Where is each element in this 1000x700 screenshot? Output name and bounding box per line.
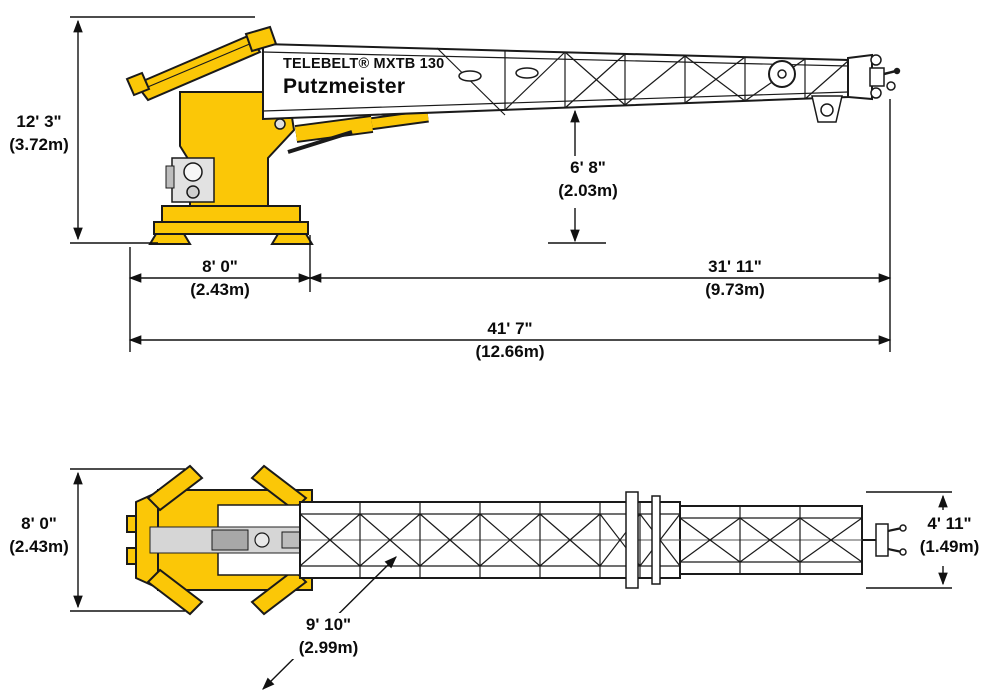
brand-logo-text: Putzmeister: [283, 75, 406, 98]
dim-belt-clearance: 6' 8" (2.03m): [540, 156, 636, 202]
boom-pivot: [274, 118, 286, 130]
feed-conveyor-body: [134, 34, 262, 102]
gearbox-motor: [165, 165, 175, 189]
feed-conveyor: [125, 25, 278, 102]
dim-outrigger-spread-metric: (2.99m): [298, 638, 359, 657]
top-view: [70, 464, 952, 690]
feed-conveyor-tail: [125, 71, 151, 97]
mid-support-bar: [651, 495, 661, 585]
dim-overall-height: 12' 3" (3.72m): [0, 110, 78, 156]
boom-truss: [262, 42, 901, 123]
gearbox-hub-small: [186, 185, 200, 199]
base-plate-lower: [153, 221, 309, 235]
dim-overall-length-imperial: 41' 7": [487, 319, 533, 338]
dim-outrigger-spread: 9' 10" (2.99m): [281, 613, 376, 659]
end-hook: [886, 81, 896, 91]
dim-base-length-metric: (2.43m): [190, 280, 250, 299]
dim-belt-clearance-metric: (2.03m): [558, 181, 618, 200]
dim-belt-clearance-imperial: 6' 8": [570, 158, 606, 177]
discharge-roller: [820, 103, 834, 117]
pedestal: [148, 91, 314, 245]
drive-unit-plan: [211, 529, 249, 551]
dim-overall-width-imperial: 8' 0": [21, 514, 57, 533]
end-roller-bottom: [870, 87, 882, 99]
top-dimension-lines: [70, 468, 952, 690]
dim-boom-reach: 31' 11" (9.73m): [677, 255, 793, 301]
end-tip-plan: [899, 548, 907, 556]
dim-outrigger-spread-imperial: 9' 10": [305, 615, 352, 634]
slew-ring-plan: [254, 532, 270, 548]
end-head-plan: [875, 523, 889, 557]
boom-slot: [515, 67, 539, 79]
base-foot-right: [270, 233, 314, 245]
end-roller-top: [870, 54, 882, 66]
base-plate-upper: [161, 205, 301, 223]
dim-overall-length: 41' 7" (12.66m): [452, 317, 568, 363]
dim-boom-reach-imperial: 31' 11": [708, 257, 762, 276]
dim-base-length: 8' 0" (2.43m): [162, 255, 278, 301]
dim-overall-width-metric: (2.43m): [9, 537, 69, 556]
dim-base-length-imperial: 8' 0": [202, 257, 238, 276]
base-foot-left: [148, 233, 192, 245]
outrigger-pad-front-left: [146, 464, 204, 512]
hydraulic-cylinder: [287, 109, 429, 154]
end-head: [869, 67, 885, 87]
tail-lug: [126, 547, 137, 565]
boom-end-section: [847, 53, 873, 101]
outrigger-pad-rear-left: [146, 568, 204, 616]
boom-slot: [458, 70, 482, 82]
boom-plan: [299, 491, 907, 589]
gearbox-hub: [183, 162, 203, 182]
side-view: [70, 16, 901, 352]
dim-discharge-width-metric: (1.49m): [919, 537, 980, 556]
dim-discharge-width: 4' 11" (1.49m): [901, 512, 998, 558]
tail-lug: [126, 515, 137, 533]
end-tip: [893, 67, 901, 75]
dim-overall-width: 8' 0" (2.43m): [0, 512, 78, 558]
model-label: TELEBELT® MXTB 130: [283, 56, 445, 72]
dim-boom-reach-metric: (9.73m): [705, 280, 765, 299]
dim-overall-length-metric: (12.66m): [475, 342, 545, 361]
mid-support-bar: [625, 491, 639, 589]
dim-overall-height-metric: (3.72m): [9, 135, 69, 154]
dim-overall-height-imperial: 12' 3": [16, 112, 62, 131]
dim-discharge-width-imperial: 4' 11": [927, 514, 972, 533]
side-dimension-lines: [70, 16, 892, 352]
belt-pulley-hub: [777, 69, 787, 79]
end-tip-plan: [899, 524, 907, 532]
feed-conveyor-head: [244, 25, 278, 53]
